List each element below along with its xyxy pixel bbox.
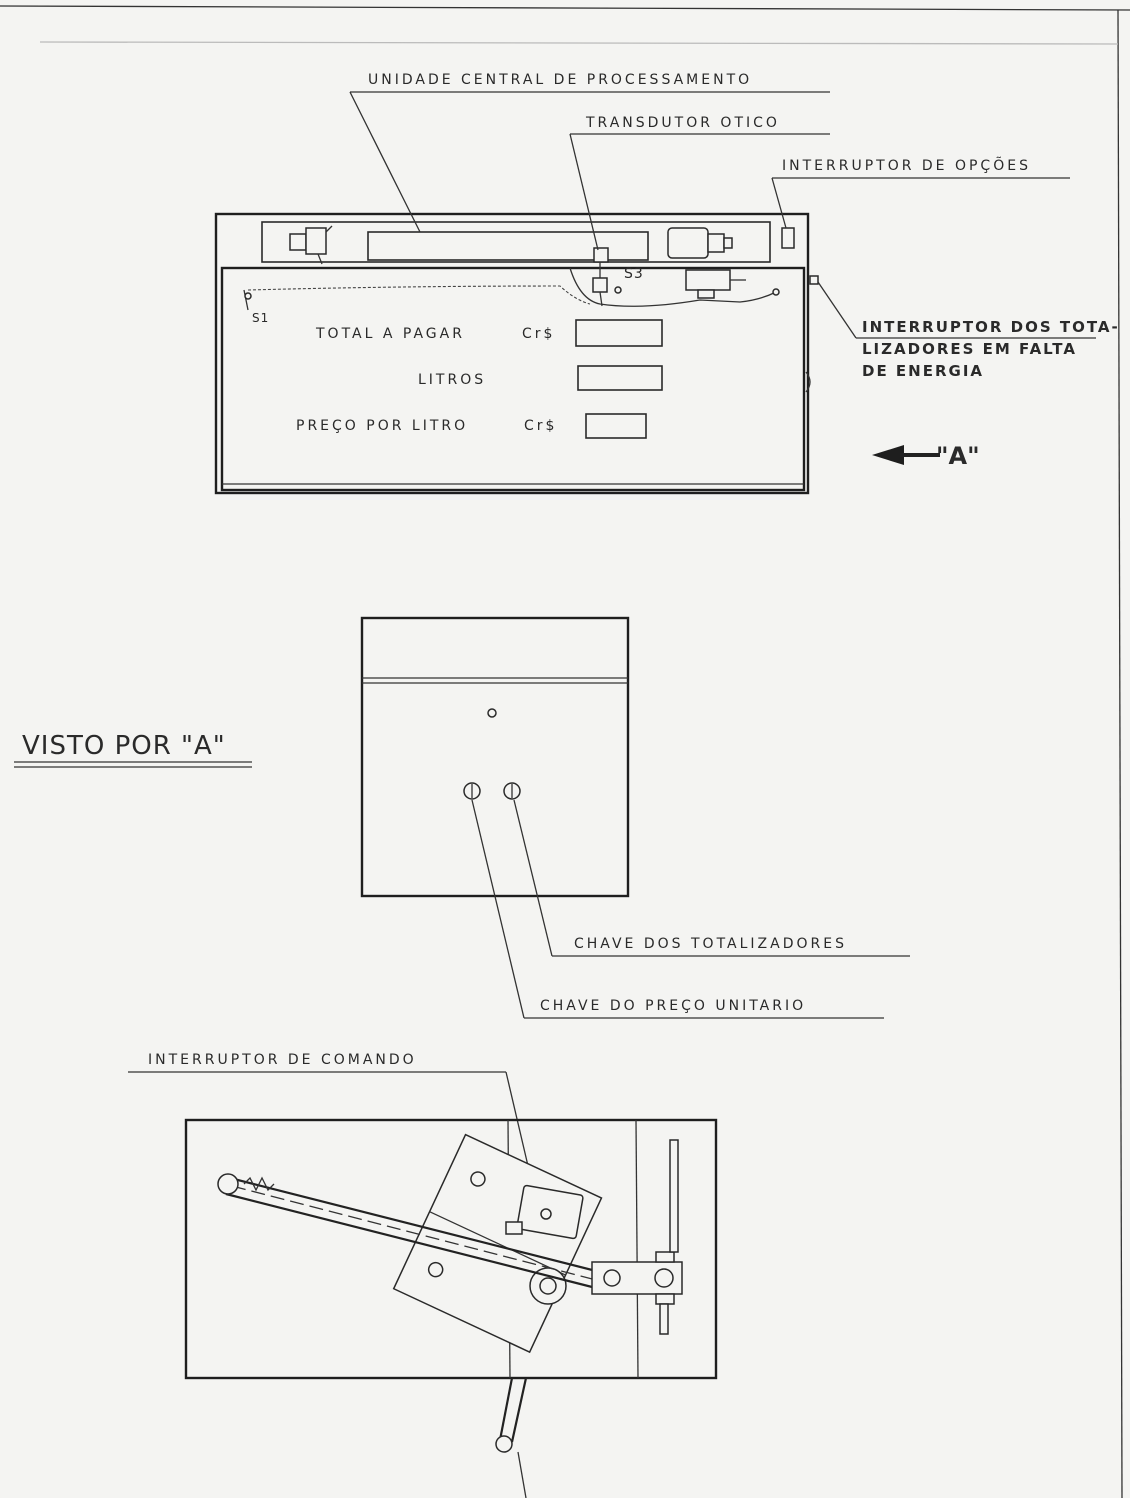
left-connector [289,225,333,265]
s3-label: S3 [624,266,644,282]
total-currency: Cr$ [522,326,555,342]
vertical-rod [659,1139,679,1335]
options-switch-block [781,227,795,249]
price-label: PREÇO POR LITRO [296,418,468,434]
top-leaders [349,91,1096,339]
microswitch [505,1184,584,1240]
totalizer-switch-label-line1: INTERRUPTOR DOS TOTA- [862,318,1120,336]
s1-label: S1 [252,311,269,325]
side-knob [805,371,811,393]
mounting-plates [392,1133,603,1354]
sheet-border [0,5,1130,1498]
liters-label: LITROS [418,372,486,388]
price-currency: Cr$ [524,418,557,434]
view-arrow-head [872,445,904,465]
unit-price-key-label: CHAVE DO PREÇO UNITARIO [540,998,806,1014]
right-motor-connector [667,227,733,259]
totalizer-key [503,782,521,800]
operating-lever [217,1173,601,1290]
view-arrow-letter: "A" [936,442,980,470]
totalizer-key-label: CHAVE DOS TOTALIZADORES [574,936,847,952]
liters-window [577,365,663,391]
energy-switch-tab [809,275,819,285]
optical-transducer-label: TRANSDUTOR OTICO [585,115,780,131]
price-window [585,413,647,439]
cpu-label: UNIDADE CENTRAL DE PROCESSAMENTO [368,72,752,88]
assembly-frame [184,1118,718,1380]
side-view-panel [360,616,630,898]
optical-transducer [592,247,622,307]
side-panel-outline [360,616,630,898]
command-switch-label: INTERRUPTOR DE COMANDO [148,1052,417,1068]
s1-wire [247,285,591,305]
view-a-underline [14,761,252,768]
energy-switch-contact [772,288,780,296]
lower-link [495,1377,528,1498]
s1-contact [244,292,252,300]
command-switch-assembly [184,1118,718,1498]
cpu-board [367,231,649,261]
unit-price-key [463,782,481,800]
totalizer-switch-label-line3: DE ENERGIA [862,362,984,380]
panel-hole [487,708,497,718]
pivot-block [591,1251,683,1305]
total-window [575,319,663,347]
dispenser-head-front-view: TOTAL A PAGAR Cr$ LITROS PREÇO POR LITRO… [214,212,819,495]
side-view-leaders [471,799,910,1019]
options-switch-label: INTERRUPTOR DE OPÇÕES [782,157,1031,174]
view-arrow: "A" [872,442,980,470]
head-outer-frame [214,212,810,495]
internal-wiring [569,267,777,307]
upper-compartment [261,221,771,263]
totalizer-switch-label-line2: LIZADORES EM FALTA [862,340,1077,358]
view-a-title: VISTO POR "A" [22,731,226,761]
total-label: TOTAL A PAGAR [315,326,465,342]
display-face [220,266,806,492]
totalizer-mechanism [685,269,746,299]
